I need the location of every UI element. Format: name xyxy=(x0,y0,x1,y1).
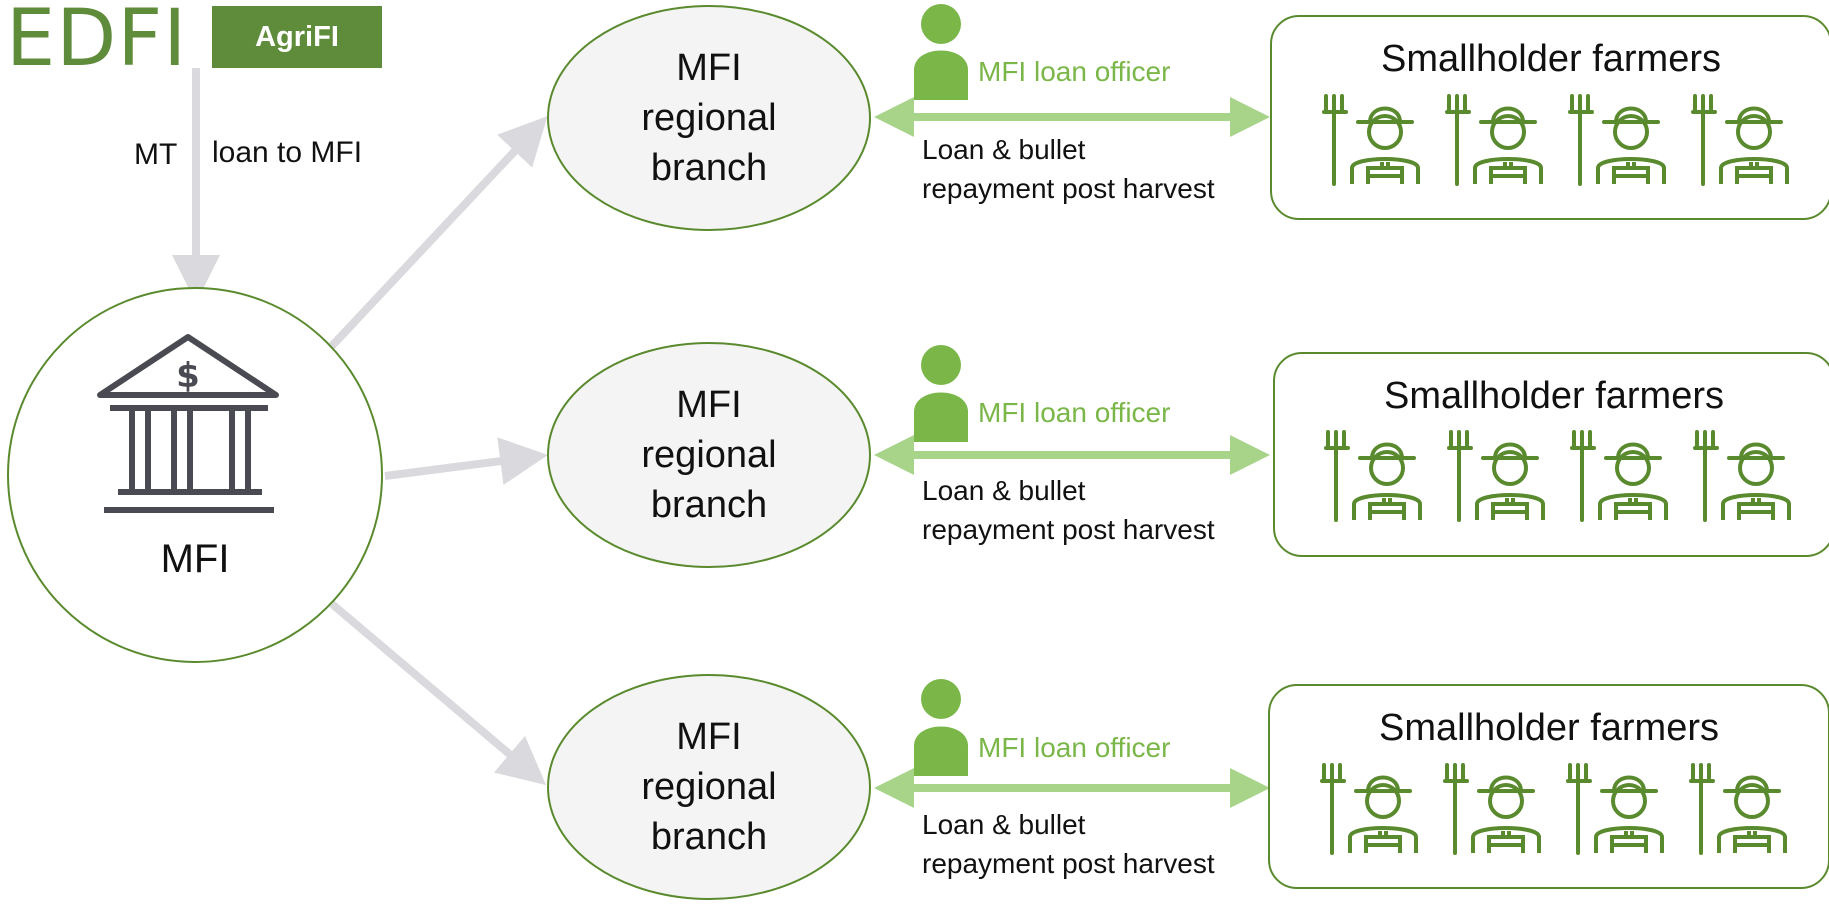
svg-text:$: $ xyxy=(176,356,200,396)
farmer-box-2 xyxy=(1273,352,1829,557)
loan-officer-label: MFI loan officer xyxy=(978,56,1171,87)
branch-label-line2: regional xyxy=(641,434,777,476)
agrifi-logo: AgriFI xyxy=(212,6,382,68)
connector-branch-2 xyxy=(384,437,548,485)
branch-label-line2: regional xyxy=(641,766,777,808)
loan-flow-line2: repayment post harvest xyxy=(922,848,1215,879)
agrifi-logo-text: AgriFI xyxy=(255,20,339,53)
farmer-box-3 xyxy=(1268,684,1829,889)
farmer-box-1 xyxy=(1270,15,1829,220)
branch-label-line3: branch xyxy=(650,484,768,526)
branch-ellipse-2 xyxy=(547,342,871,568)
farmer-group-title: Smallholder farmers xyxy=(1384,375,1724,417)
farmer-group-title: Smallholder farmers xyxy=(1379,707,1719,749)
person-icon xyxy=(914,345,968,442)
branch-label-line2: regional xyxy=(641,97,777,139)
bank-icon: $ xyxy=(97,334,279,513)
loan-flow-line1: Loan & bullet xyxy=(922,475,1086,506)
connector-branch-1 xyxy=(327,116,548,351)
loan-flow-line1: Loan & bullet xyxy=(922,134,1086,165)
loan-flow-label: Loan & bullet repayment post harvest xyxy=(922,805,1215,883)
branch-ellipse-3 xyxy=(547,674,871,900)
branch-node-3: MFI regional branch xyxy=(548,675,870,899)
loan-officer-label: MFI loan officer xyxy=(978,397,1171,428)
branch-label-line1: MFI xyxy=(676,716,742,758)
branch-label-line1: MFI xyxy=(676,384,742,426)
edfi-logo: EDFI xyxy=(6,0,188,84)
branch-node-2: MFI regional branch xyxy=(548,343,870,567)
funding-loan-label: loan to MFI xyxy=(212,136,363,169)
mfi-circle xyxy=(7,287,383,663)
person-icon xyxy=(914,679,968,776)
loan-flow-line1: Loan & bullet xyxy=(922,809,1086,840)
connector-branch-3 xyxy=(329,600,547,786)
loan-flow-label: Loan & bullet repayment post harvest xyxy=(922,130,1215,208)
loan-flow-line2: repayment post harvest xyxy=(922,514,1215,545)
person-icon xyxy=(914,4,968,100)
branch-ellipse-1 xyxy=(547,5,871,231)
branch-label-line3: branch xyxy=(650,147,768,189)
branch-label-line3: branch xyxy=(650,816,768,858)
branch-node-1: MFI regional branch xyxy=(548,6,870,230)
farmer-group-title: Smallholder farmers xyxy=(1381,38,1721,80)
funding-mt-label: MT xyxy=(134,138,178,171)
loan-officer-label: MFI loan officer xyxy=(978,732,1171,763)
branch-label-line1: MFI xyxy=(676,47,742,89)
loan-flow-label: Loan & bullet repayment post harvest xyxy=(922,471,1215,549)
mfi-label: MFI xyxy=(160,537,230,581)
loan-flow-line2: repayment post harvest xyxy=(922,173,1215,204)
